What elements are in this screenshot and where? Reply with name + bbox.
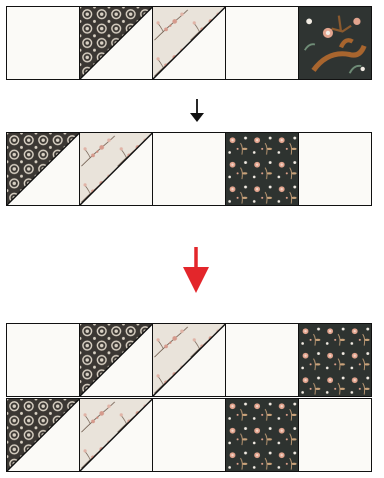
geo-print-half-square-triangle — [6, 132, 80, 206]
plain-square — [152, 132, 226, 206]
geo-print-half-square-triangle — [6, 398, 80, 472]
blossom-print-half-square-triangle — [79, 398, 153, 472]
geo-print-half-square-triangle — [79, 6, 153, 80]
top-strip — [6, 6, 378, 80]
plain-square — [6, 323, 80, 397]
arrow-down-icon — [180, 245, 212, 295]
floral-print-square — [225, 398, 299, 472]
blossom-print-half-square-triangle — [79, 132, 153, 206]
plain-square — [298, 132, 372, 206]
plain-square — [152, 398, 226, 472]
result-bottom-strip — [6, 398, 378, 472]
woodland-print-square — [298, 6, 372, 80]
floral-print-square — [298, 323, 372, 397]
plain-square — [225, 323, 299, 397]
floral-print-square — [225, 132, 299, 206]
middle-strip — [6, 132, 378, 206]
plain-square — [225, 6, 299, 80]
result-top-strip — [6, 323, 378, 397]
plain-square — [6, 6, 80, 80]
blossom-print-half-square-triangle — [152, 323, 226, 397]
blossom-print-half-square-triangle — [152, 6, 226, 80]
plain-square — [298, 398, 372, 472]
geo-print-half-square-triangle — [79, 323, 153, 397]
arrow-down-icon — [188, 98, 206, 124]
